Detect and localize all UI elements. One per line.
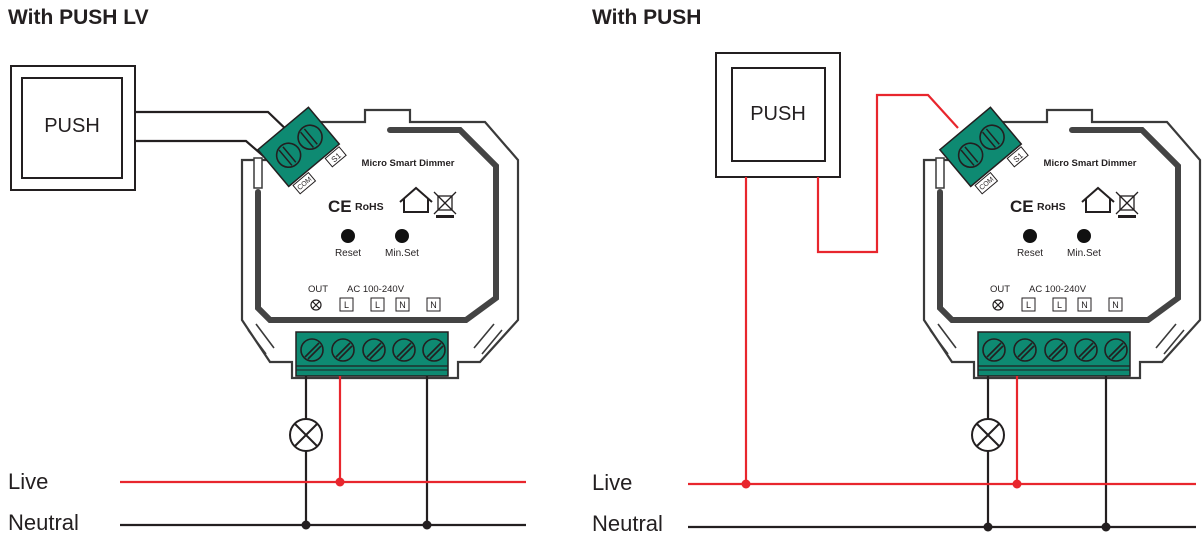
live-label: Live (592, 470, 633, 495)
neutral-label: Neutral (8, 510, 79, 535)
push-label: PUSH (750, 103, 806, 125)
diagram-title-push: With PUSH (592, 6, 702, 29)
diagram-title-push-lv: With PUSH LV (8, 6, 149, 29)
neutral-label: Neutral (592, 511, 663, 536)
micro-smart-dimmer (242, 107, 518, 378)
lv-wire-1 (135, 110, 293, 136)
micro-smart-dimmer (924, 107, 1200, 378)
diagram-push-lv: PUSH (10, 65, 526, 530)
push-label: PUSH (44, 115, 100, 137)
push-switch: PUSH (10, 65, 136, 191)
lv-wire-2 (135, 139, 269, 161)
push-switch: PUSH (715, 52, 841, 178)
push-switched-wire (816, 93, 959, 254)
lamp-icon (971, 418, 1005, 452)
live-label: Live (8, 469, 49, 494)
diagram-push: PUSH (688, 52, 1200, 532)
lamp-icon (289, 418, 323, 452)
